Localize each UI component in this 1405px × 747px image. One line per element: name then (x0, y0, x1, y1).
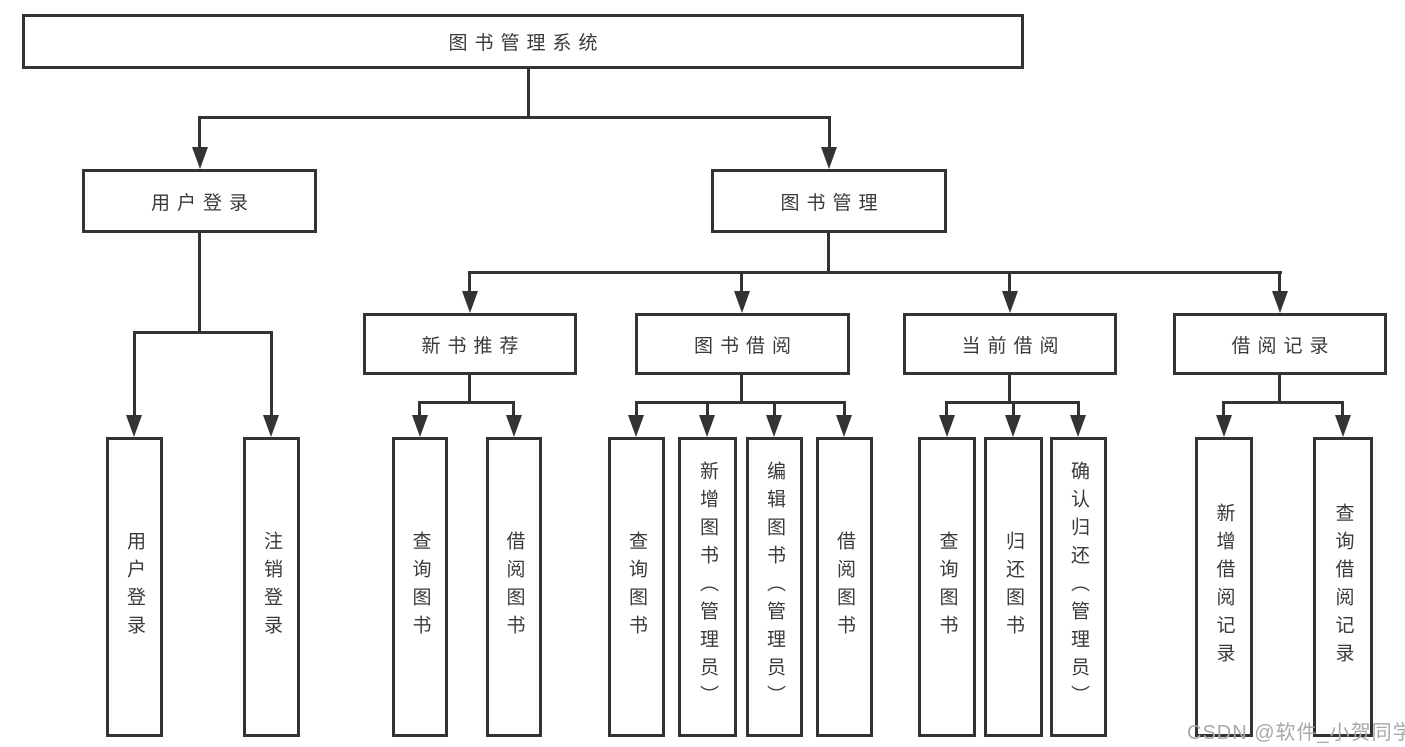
connector-line (270, 331, 273, 417)
node-label: 图书借阅 (693, 335, 798, 357)
connector-line (635, 401, 846, 404)
node-label: 确认归还（管理员） (1068, 461, 1089, 713)
node-query-books-current: 查询图书 (918, 437, 976, 737)
node-borrow-books: 借阅图书 (816, 437, 873, 737)
arrow-down-icon (1005, 415, 1021, 437)
connector-line (1008, 375, 1011, 404)
node-borrowing-records: 借阅记录 (1173, 313, 1387, 375)
node-library-management-system: 图书管理系统 (22, 14, 1024, 69)
connector-line (1077, 401, 1080, 417)
connector-line (1012, 401, 1015, 417)
node-book-borrowing: 图书借阅 (635, 313, 850, 375)
connector-line (773, 401, 776, 417)
connector-line (1278, 375, 1281, 404)
arrow-down-icon (939, 415, 955, 437)
arrow-down-icon (263, 415, 279, 437)
node-label: 查询图书 (626, 531, 647, 643)
connector-line (635, 401, 638, 417)
connector-line (198, 116, 831, 119)
connector-line (1008, 271, 1011, 293)
node-borrow-books-recommend: 借阅图书 (486, 437, 542, 737)
node-book-management: 图书管理 (711, 169, 947, 233)
connector-line (469, 271, 1282, 274)
arrow-down-icon (1335, 415, 1351, 437)
node-label: 借阅图书 (503, 531, 525, 643)
connector-line (828, 116, 831, 149)
connector-line (740, 271, 743, 293)
node-label: 查询图书 (936, 531, 958, 643)
arrow-down-icon (1272, 291, 1288, 313)
arrow-down-icon (462, 291, 478, 313)
node-user-login: 用户登录 (82, 169, 317, 233)
node-label: 用户登录 (150, 192, 255, 214)
node-new-book-recommendation: 新书推荐 (363, 313, 577, 375)
node-label: 注销登录 (261, 531, 282, 643)
node-return-book: 归还图书 (984, 437, 1043, 737)
watermark: CSDN @软件_小贺同学 (1187, 722, 1405, 744)
arrow-down-icon (836, 415, 852, 437)
arrow-down-icon (126, 415, 142, 437)
node-label: 新增借阅记录 (1213, 503, 1235, 671)
connector-line (512, 401, 515, 417)
connector-line (133, 331, 136, 417)
connector-line (198, 233, 201, 333)
arrow-down-icon (506, 415, 522, 437)
node-user-login-leaf: 用户登录 (106, 437, 163, 737)
connector-line (827, 233, 830, 274)
node-logout: 注销登录 (243, 437, 300, 737)
arrow-down-icon (412, 415, 428, 437)
connector-line (1341, 401, 1344, 417)
node-label: 借阅图书 (834, 531, 855, 643)
connector-line (945, 401, 948, 417)
node-label: 查询图书 (409, 531, 431, 643)
node-add-borrow-record: 新增借阅记录 (1195, 437, 1253, 737)
connector-line (1278, 271, 1281, 293)
arrow-down-icon (699, 415, 715, 437)
node-label: 用户登录 (124, 531, 145, 643)
arrow-down-icon (192, 147, 208, 169)
connector-line (527, 69, 530, 119)
node-label: 新增图书（管理员） (697, 461, 718, 713)
node-label: 查询借阅记录 (1332, 503, 1354, 671)
connector-line (468, 271, 471, 293)
arrow-down-icon (734, 291, 750, 313)
connector-line (419, 401, 515, 404)
arrow-down-icon (1216, 415, 1232, 437)
node-label: 当前借阅 (961, 335, 1066, 357)
arrow-down-icon (1070, 415, 1086, 437)
connector-line (740, 375, 743, 404)
connector-line (468, 375, 471, 404)
connector-line (843, 401, 846, 417)
node-current-borrowing: 当前借阅 (903, 313, 1117, 375)
node-query-borrow-record: 查询借阅记录 (1313, 437, 1373, 737)
node-edit-book-admin: 编辑图书（管理员） (746, 437, 803, 737)
node-label: 图书管理 (780, 192, 885, 214)
node-label: 归还图书 (1003, 531, 1024, 643)
node-query-books-borrowing: 查询图书 (608, 437, 665, 737)
node-label: 借阅记录 (1231, 335, 1336, 357)
node-label: 编辑图书（管理员） (764, 461, 785, 713)
arrow-down-icon (1002, 291, 1018, 313)
connector-line (133, 331, 273, 334)
arrow-down-icon (821, 147, 837, 169)
connector-line (1222, 401, 1344, 404)
connector-line (198, 116, 201, 149)
arrow-down-icon (628, 415, 644, 437)
connector-line (706, 401, 709, 417)
node-add-book-admin: 新增图书（管理员） (678, 437, 737, 737)
connector-line (1222, 401, 1225, 417)
node-label: 图书管理系统 (448, 33, 605, 54)
connector-line (418, 401, 421, 417)
arrow-down-icon (766, 415, 782, 437)
node-confirm-return-admin: 确认归还（管理员） (1050, 437, 1107, 737)
node-query-books-recommend: 查询图书 (392, 437, 448, 737)
node-label: 新书推荐 (421, 335, 526, 357)
